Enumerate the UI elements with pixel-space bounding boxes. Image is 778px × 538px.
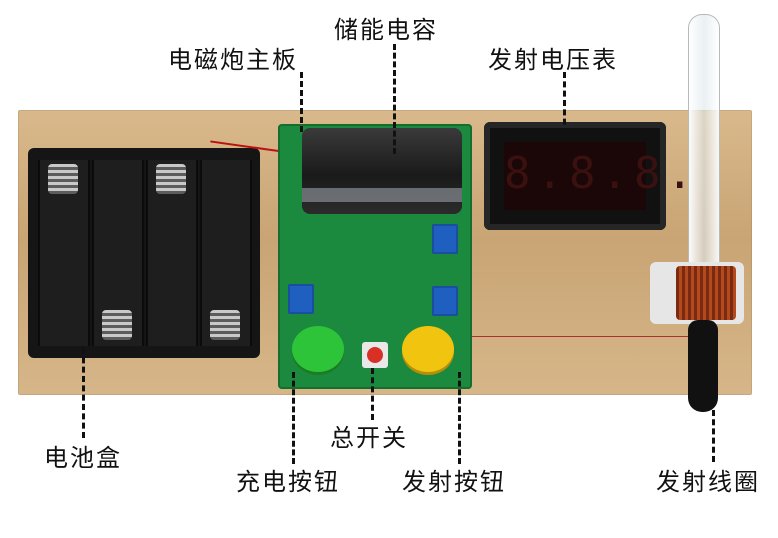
voltmeter-reading: 8.8.8. <box>504 148 699 199</box>
terminal-block <box>432 224 458 254</box>
coil-handle <box>688 320 718 412</box>
coil-wire <box>462 336 692 337</box>
leader-charge-button <box>292 372 295 464</box>
label-capacitor: 储能电容 <box>334 16 438 44</box>
label-voltmeter: 发射电压表 <box>488 46 618 74</box>
leader-power-switch <box>371 368 374 420</box>
charge-button[interactable] <box>292 326 344 372</box>
leader-main-board <box>300 72 303 132</box>
power-switch[interactable] <box>362 342 388 368</box>
label-charge-button: 充电按钮 <box>236 468 340 496</box>
battery-spring <box>156 164 186 194</box>
fire-button[interactable] <box>402 326 454 372</box>
label-power-switch: 总开关 <box>330 424 408 452</box>
leader-fire-button <box>458 372 461 464</box>
launch-coil <box>650 262 744 324</box>
battery-spring <box>102 310 132 340</box>
capacitor-band <box>302 188 462 202</box>
battery-slot <box>200 160 252 346</box>
label-fire-button: 发射按钮 <box>402 468 506 496</box>
voltmeter: 8.8.8. <box>484 122 699 230</box>
battery-slot <box>146 160 198 346</box>
storage-capacitor <box>302 128 462 214</box>
leader-coil <box>712 410 715 462</box>
battery-spring <box>210 310 240 340</box>
leader-battery-box <box>82 348 85 438</box>
voltmeter-display: 8.8.8. <box>504 142 699 210</box>
leader-capacitor <box>393 44 396 154</box>
battery-slot <box>38 160 90 346</box>
battery-slot <box>92 160 144 346</box>
terminal-block <box>288 284 314 314</box>
leader-voltmeter <box>563 72 566 134</box>
label-main-board: 电磁炮主板 <box>168 46 298 74</box>
terminal-block <box>432 286 458 316</box>
label-battery-box: 电池盒 <box>44 444 122 472</box>
battery-spring <box>48 164 78 194</box>
coil-winding <box>676 266 736 320</box>
battery-box <box>28 148 260 358</box>
label-coil: 发射线圈 <box>656 468 760 496</box>
